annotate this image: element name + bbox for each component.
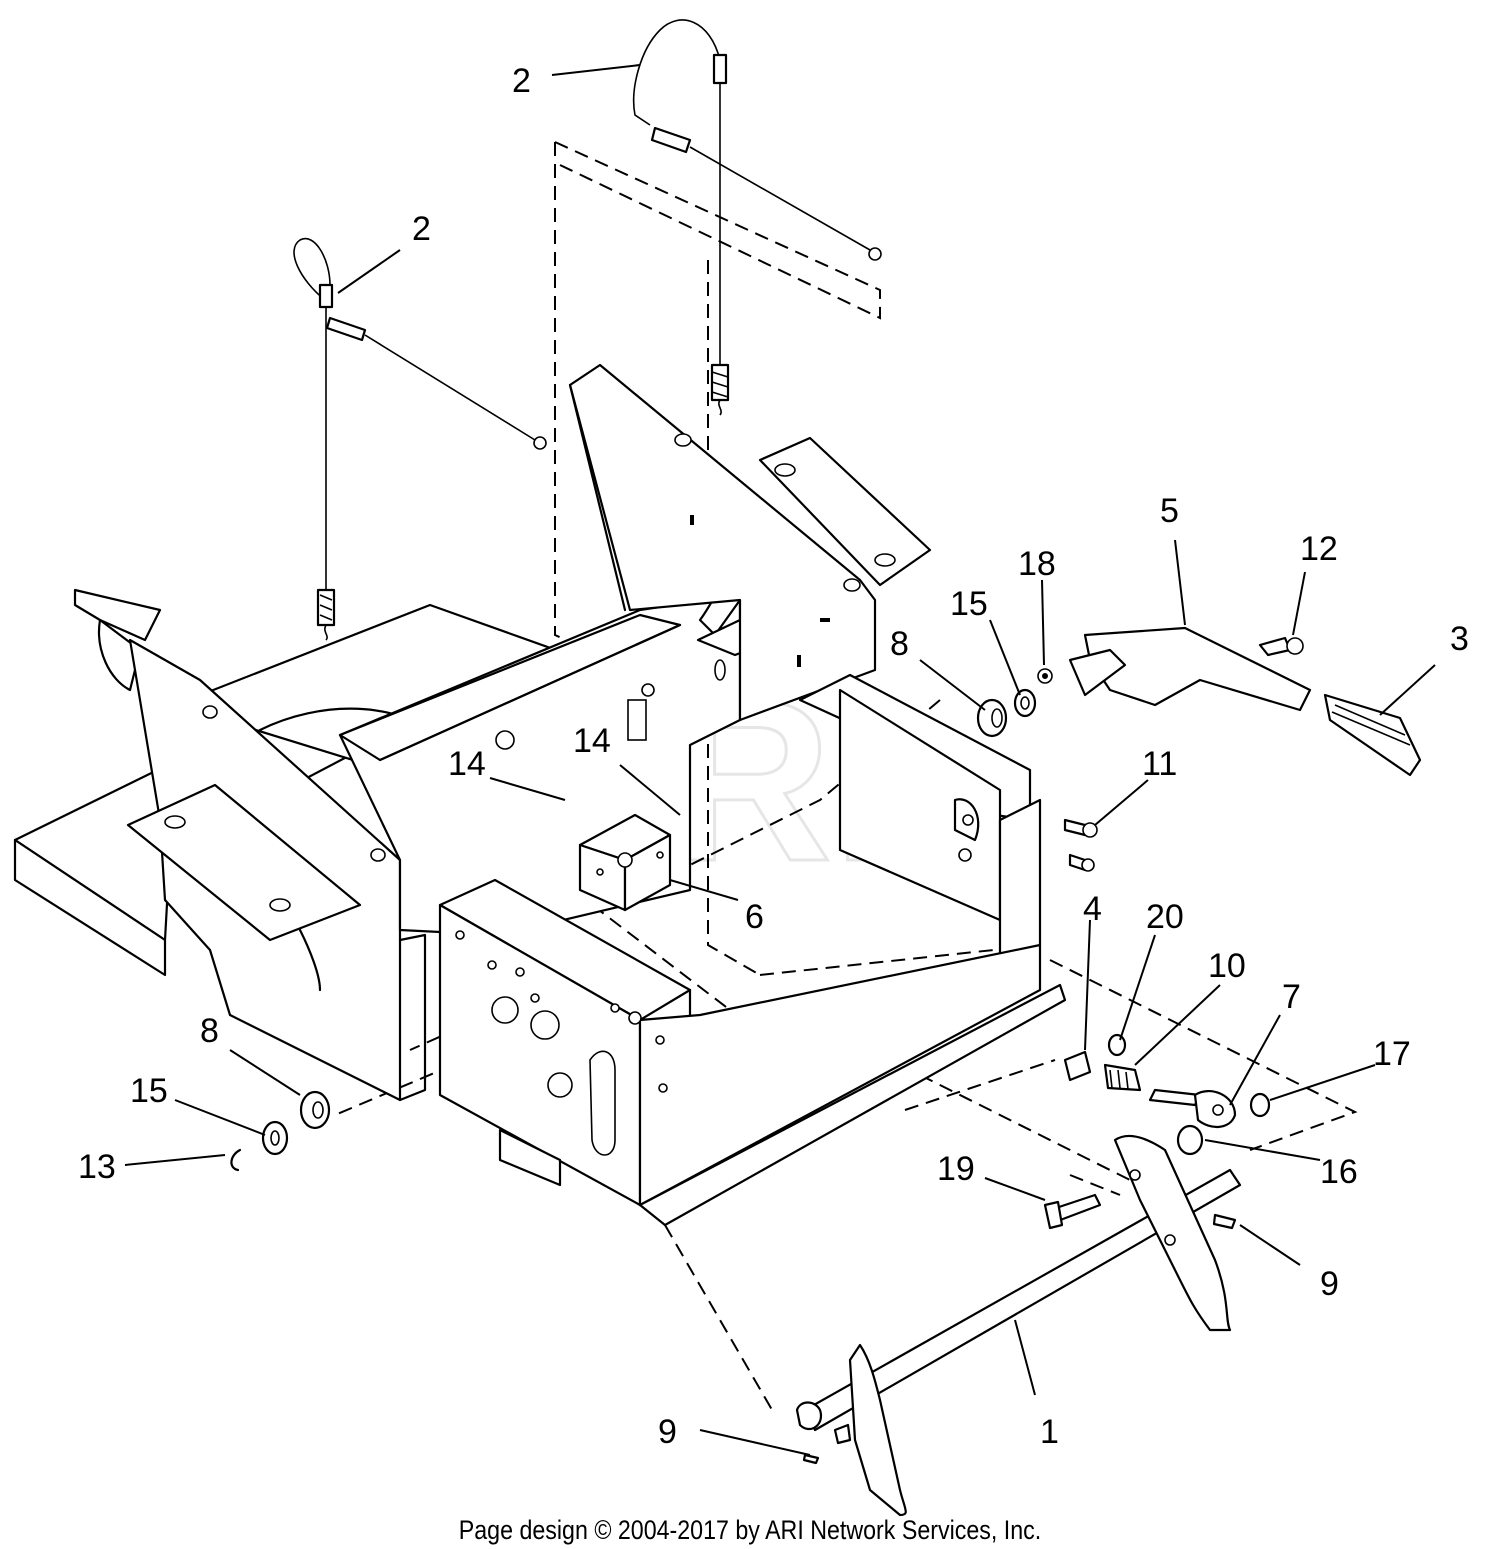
pedal-shaft [795, 1134, 1242, 1517]
callout-11: 11 [1142, 745, 1177, 783]
rear-panel [568, 363, 932, 722]
callout-17: 17 [1373, 1035, 1411, 1073]
callout-12: 12 [1300, 530, 1338, 568]
callout-15-left: 15 [130, 1072, 168, 1110]
callout-10: 10 [1208, 947, 1246, 985]
callout-9-left: 9 [658, 1413, 677, 1451]
callout-13: 13 [78, 1148, 116, 1186]
callout-2-top: 2 [512, 62, 531, 100]
callout-8-left: 8 [200, 1012, 219, 1050]
callout-5: 5 [1160, 492, 1179, 530]
callout-15-right: 15 [950, 585, 988, 623]
hardware [230, 688, 1271, 1230]
part-6-block [578, 813, 672, 912]
cable-right [632, 19, 882, 416]
callout-labels: 2 2 5 12 3 18 15 8 11 14 14 6 4 20 10 7 … [78, 62, 1469, 1451]
callout-9-right: 9 [1320, 1265, 1339, 1303]
callout-20: 20 [1146, 898, 1184, 936]
cable-left [293, 237, 547, 641]
callout-2-left: 2 [412, 210, 431, 248]
callout-14-right: 14 [573, 722, 611, 760]
callout-18: 18 [1018, 545, 1056, 583]
callout-19: 19 [937, 1150, 975, 1188]
front-box-frame [438, 878, 1067, 1227]
right-bracket-box [798, 673, 1042, 962]
callout-8-right: 8 [890, 625, 909, 663]
copyright-notice: Page design © 2004-2017 by ARI Network S… [458, 1515, 1042, 1545]
callout-16: 16 [1320, 1153, 1358, 1191]
callout-7: 7 [1282, 978, 1301, 1016]
callout-6: 6 [745, 898, 764, 936]
pedal-assembly [1037, 626, 1422, 777]
callout-1: 1 [1040, 1413, 1059, 1451]
callout-14-left: 14 [448, 745, 486, 783]
callout-4: 4 [1083, 890, 1102, 928]
callout-leaders [124, 64, 1436, 1456]
callout-3: 3 [1450, 620, 1469, 658]
